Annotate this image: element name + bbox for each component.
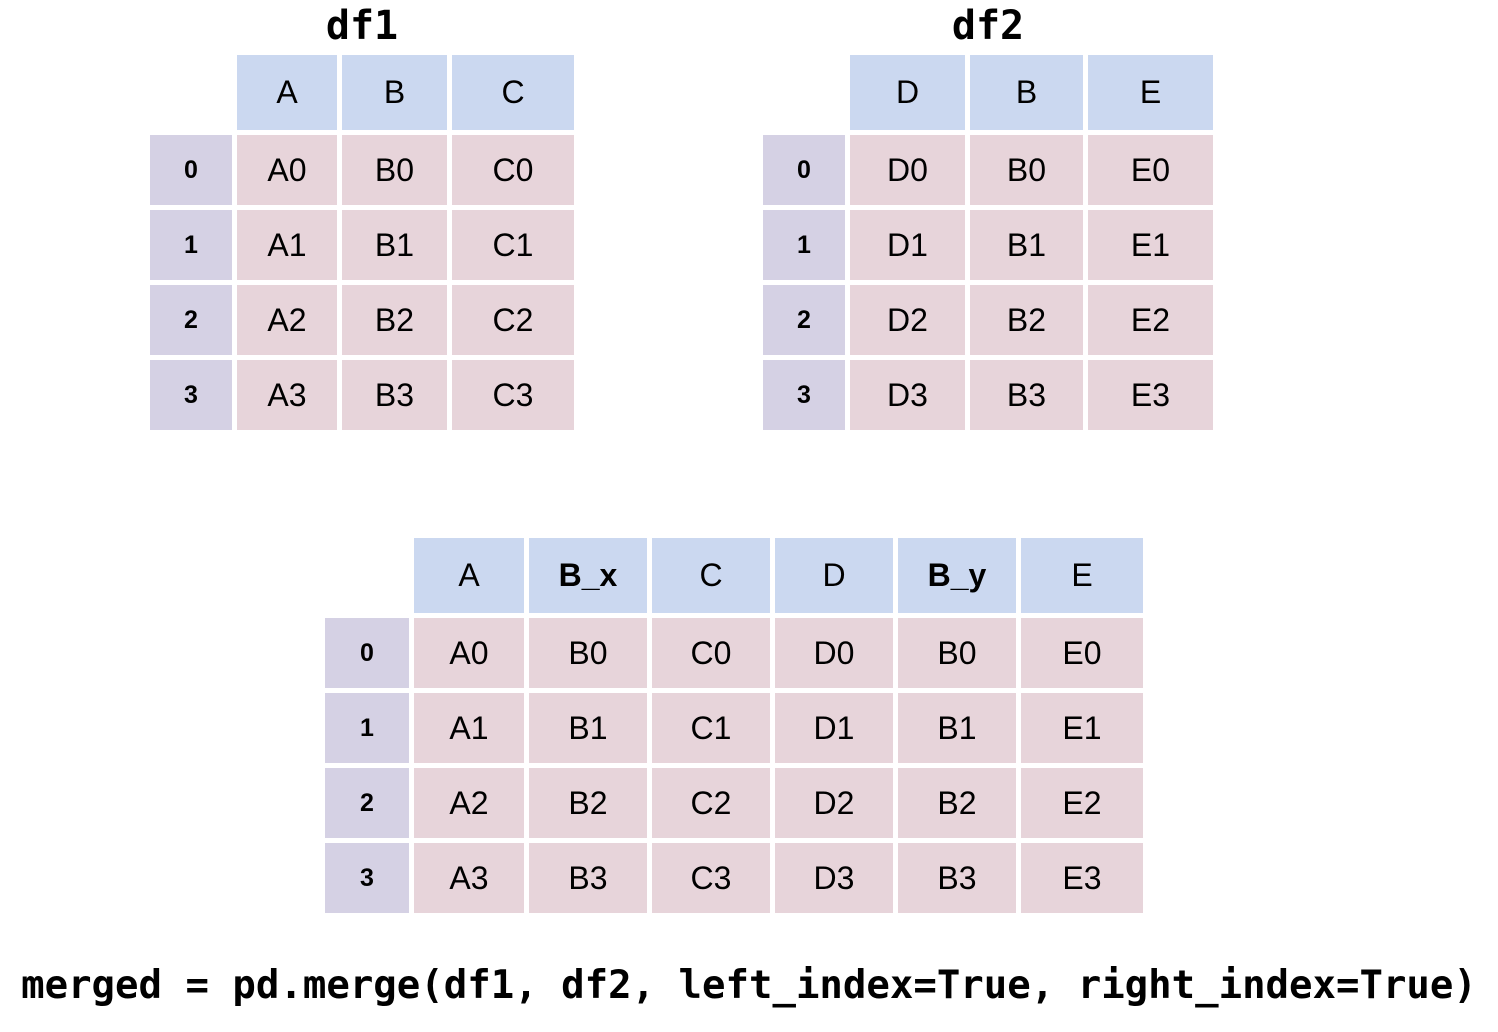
data-cell: A0 [414,618,524,688]
index-cell: 2 [325,768,409,838]
index-cell: 1 [325,693,409,763]
header-cell-E: E [1021,538,1143,613]
header-cell-B: B [342,55,447,130]
data-cell: C1 [652,693,770,763]
data-cell: B1 [898,693,1016,763]
data-cell: B0 [342,135,447,205]
header-cell-B: B [970,55,1083,130]
index-cell: 3 [763,360,845,430]
data-cell: B3 [529,843,647,913]
data-cell: C3 [652,843,770,913]
data-cell: D0 [850,135,965,205]
table-title-df1: df1 [325,3,399,49]
data-cell: E2 [1021,768,1143,838]
header-cell-D: D [850,55,965,130]
data-cell: E3 [1088,360,1213,430]
index-cell: 3 [150,360,232,430]
data-cell: C2 [452,285,574,355]
header-cell-D: D [775,538,893,613]
data-cell: D0 [775,618,893,688]
data-cell: B3 [342,360,447,430]
header-cell-A: A [414,538,524,613]
data-cell: C3 [452,360,574,430]
data-cell: E1 [1088,210,1213,280]
data-cell: E3 [1021,843,1143,913]
data-cell: D1 [850,210,965,280]
data-cell: A3 [414,843,524,913]
data-cell: B2 [342,285,447,355]
index-cell: 3 [325,843,409,913]
data-cell: C0 [652,618,770,688]
data-cell: C2 [652,768,770,838]
index-cell: 2 [763,285,845,355]
merge-code-caption: merged = pd.merge(df1, df2, left_index=T… [21,963,1477,1008]
corner-spacer [325,538,409,613]
header-cell-A: A [237,55,337,130]
data-cell: A2 [237,285,337,355]
corner-spacer [150,55,232,130]
index-cell: 2 [150,285,232,355]
index-cell: 0 [763,135,845,205]
data-cell: D2 [850,285,965,355]
corner-spacer [763,55,845,130]
data-cell: D3 [775,843,893,913]
data-cell: C0 [452,135,574,205]
data-cell: C1 [452,210,574,280]
header-cell-B_y: B_y [898,538,1016,613]
data-cell: D2 [775,768,893,838]
data-cell: B1 [342,210,447,280]
data-cell: B0 [970,135,1083,205]
data-cell: B2 [970,285,1083,355]
data-cell: B0 [529,618,647,688]
index-cell: 1 [150,210,232,280]
data-cell: E0 [1088,135,1213,205]
data-cell: B0 [898,618,1016,688]
index-cell: 0 [325,618,409,688]
header-cell-E: E [1088,55,1213,130]
header-cell-C: C [452,55,574,130]
data-cell: D1 [775,693,893,763]
data-cell: B1 [529,693,647,763]
data-cell: A2 [414,768,524,838]
data-cell: A1 [414,693,524,763]
index-cell: 1 [763,210,845,280]
data-cell: B3 [898,843,1016,913]
data-cell: E1 [1021,693,1143,763]
index-cell: 0 [150,135,232,205]
data-cell: A3 [237,360,337,430]
header-cell-B_x: B_x [529,538,647,613]
data-cell: A0 [237,135,337,205]
data-cell: E0 [1021,618,1143,688]
data-cell: B2 [529,768,647,838]
data-cell: B2 [898,768,1016,838]
data-cell: A1 [237,210,337,280]
data-cell: E2 [1088,285,1213,355]
data-cell: B1 [970,210,1083,280]
data-cell: D3 [850,360,965,430]
table-title-df2: df2 [951,3,1025,49]
header-cell-C: C [652,538,770,613]
data-cell: B3 [970,360,1083,430]
